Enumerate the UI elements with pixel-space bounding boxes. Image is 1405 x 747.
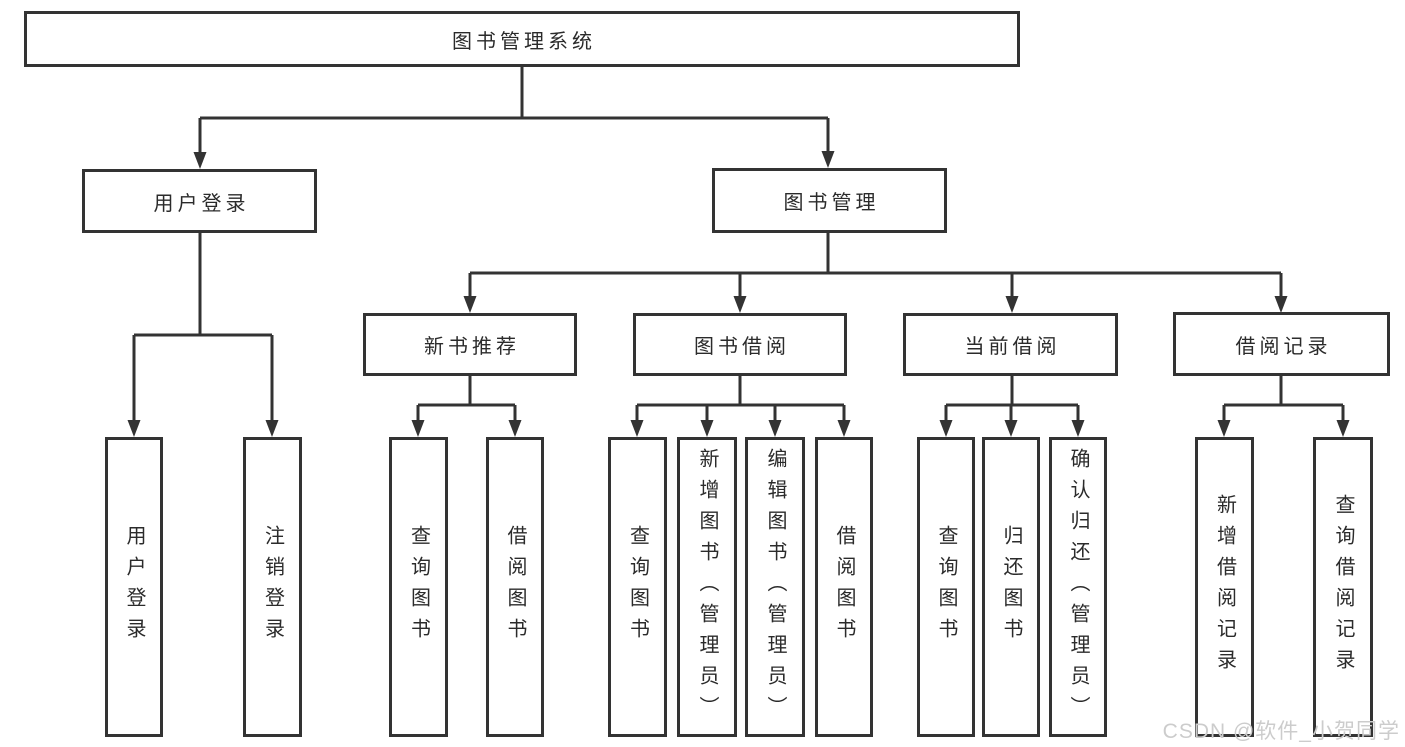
connector-current-borrow (944, 376, 1080, 420)
connector-new-book (416, 376, 517, 420)
node-new-book-recommend: 新书推荐 (363, 313, 577, 376)
leaf-borrow-book-2-label: 借阅图书 (833, 525, 855, 649)
connector-borrow-record (1222, 376, 1345, 420)
leaf-return-book: 归还图书 (982, 437, 1040, 737)
leaf-add-borrow-record-label: 新增借阅记录 (1213, 494, 1236, 680)
leaf-return-book-label: 归还图书 (1000, 525, 1022, 649)
leaf-user-login: 用户登录 (105, 437, 163, 737)
leaf-search-borrow-record: 查询借阅记录 (1313, 437, 1373, 737)
leaf-search-book-1-label: 查询图书 (407, 525, 430, 649)
node-borrow-record: 借阅记录 (1173, 312, 1390, 376)
leaf-add-book-admin-label: 新增图书（管理员） (696, 447, 718, 727)
leaf-user-login-label: 用户登录 (123, 525, 145, 649)
leaf-logout: 注销登录 (243, 437, 302, 737)
connector-user-login (132, 233, 274, 420)
leaf-confirm-return-admin: 确认归还（管理员） (1049, 437, 1107, 737)
node-user-login: 用户登录 (82, 169, 317, 233)
node-book-management: 图书管理 (712, 168, 947, 233)
leaf-borrow-book-1: 借阅图书 (486, 437, 544, 737)
node-book-borrow: 图书借阅 (633, 313, 847, 376)
arrowheads (127, 151, 1350, 437)
leaf-search-book-1: 查询图书 (389, 437, 448, 737)
connector-book-borrow (635, 376, 846, 420)
leaf-edit-book-admin: 编辑图书（管理员） (745, 437, 805, 737)
node-current-borrow: 当前借阅 (903, 313, 1118, 376)
leaf-borrow-book-1-label: 借阅图书 (504, 525, 526, 649)
leaf-search-borrow-record-label: 查询借阅记录 (1332, 494, 1354, 680)
leaf-add-book-admin: 新增图书（管理员） (677, 437, 737, 737)
leaf-borrow-book-2: 借阅图书 (815, 437, 873, 737)
leaf-logout-label: 注销登录 (261, 525, 284, 649)
leaf-search-book-2: 查询图书 (608, 437, 667, 737)
leaf-edit-book-admin-label: 编辑图书（管理员） (764, 447, 786, 727)
node-library-system: 图书管理系统 (24, 11, 1020, 67)
leaf-add-borrow-record: 新增借阅记录 (1195, 437, 1254, 737)
connector-book-management (468, 233, 1283, 296)
leaf-search-book-3: 查询图书 (917, 437, 975, 737)
leaf-confirm-return-admin-label: 确认归还（管理员） (1067, 447, 1089, 727)
leaf-search-book-3-label: 查询图书 (935, 525, 957, 649)
connector-root (198, 67, 830, 152)
leaf-search-book-2-label: 查询图书 (626, 525, 649, 649)
